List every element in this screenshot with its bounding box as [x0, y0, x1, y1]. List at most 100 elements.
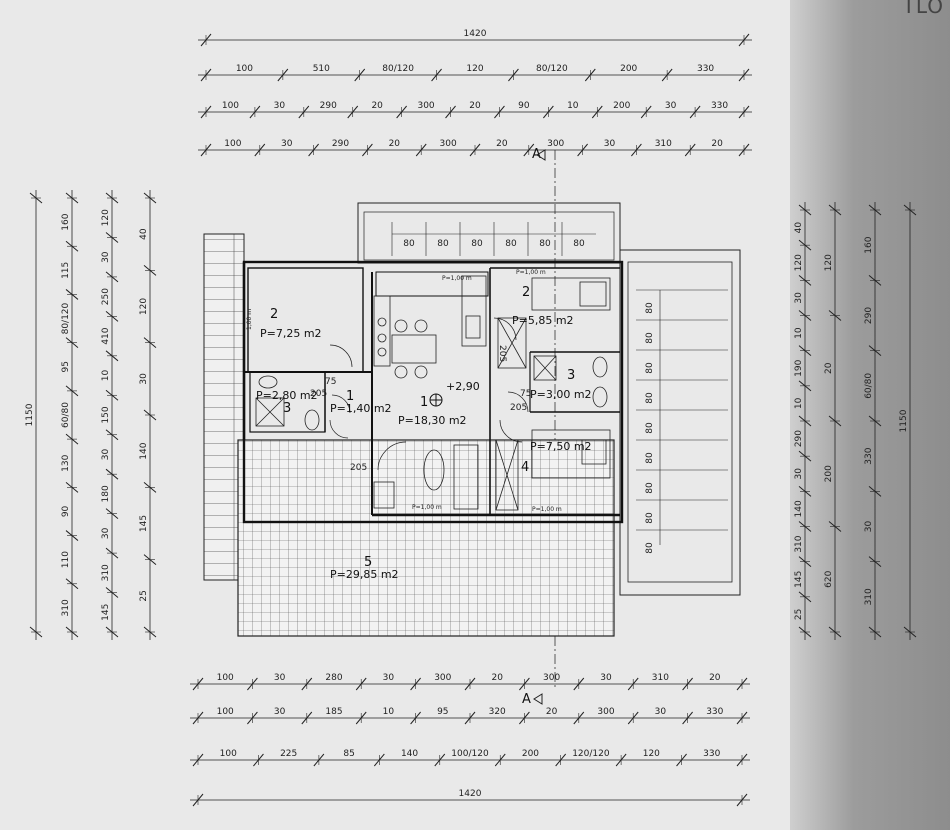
dimension-label: 160	[61, 213, 71, 230]
terrace	[237, 439, 615, 637]
dimension-label: 320	[489, 707, 506, 717]
dimension-label: 225	[280, 749, 297, 759]
dimension-label: 330	[697, 64, 714, 74]
svg-text:P=7,50 m2: P=7,50 m2	[530, 440, 592, 453]
roof-panel-label: 80	[645, 392, 655, 404]
dimension-label: 310	[655, 139, 672, 149]
dimension-label: 300	[440, 139, 457, 149]
svg-text:1: 1	[420, 395, 428, 410]
dimension-label: 20	[371, 101, 383, 111]
dimension-label: 10	[567, 101, 579, 111]
building-walls	[242, 260, 624, 524]
svg-text:P=1,00 m: P=1,00 m	[412, 504, 442, 511]
dimension-label: 300	[547, 139, 564, 149]
dimension-label: 140	[139, 442, 149, 459]
dimension-label: 160	[864, 236, 874, 253]
corner-title: TLO	[902, 0, 944, 18]
dimension-label: 310	[794, 535, 804, 552]
dimension-label: 100	[217, 707, 234, 717]
svg-text:4: 4	[521, 460, 529, 475]
dimension-label: 100	[222, 101, 239, 111]
dimension-label: 30	[794, 468, 804, 480]
balcony-module-label: 80	[403, 239, 415, 249]
dimension-label: 140	[401, 749, 418, 759]
door-swings	[329, 317, 529, 471]
kitchen-furniture	[373, 275, 519, 511]
dimension-label: 30	[655, 707, 667, 717]
balcony-module-label: 80	[437, 239, 449, 249]
svg-text:5: 5	[364, 555, 372, 570]
dimension-label: 100/120	[451, 749, 489, 759]
dimension-label: 280	[325, 673, 342, 683]
dimension-label: 100	[236, 64, 253, 74]
dimension-label: 10	[383, 707, 395, 717]
room-labels: 2 P=7,25 m2 1 P=1,40 m2 3 P=2,80 m2 1 P=…	[256, 285, 592, 581]
dimension-label: 185	[325, 707, 342, 717]
dimension-label: 290	[864, 307, 874, 324]
dimension-label: 30	[139, 373, 149, 385]
roof-panel-label: 80	[645, 452, 655, 464]
dimension-chains-right: 4012030101901029030140310145251202020062…	[794, 202, 917, 640]
section-arrow-top-icon	[536, 149, 546, 161]
dimension-label: 310	[101, 564, 111, 581]
dimension-label: 25	[794, 609, 804, 620]
roof-panel-label: 80	[645, 542, 655, 554]
dimension-label: 300	[597, 707, 614, 717]
dimension-label: 20	[546, 707, 558, 717]
dimension-label: 330	[711, 101, 728, 111]
svg-text:205: 205	[310, 389, 327, 399]
dimension-label: 100	[224, 139, 241, 149]
dimension-label: 30	[864, 521, 874, 533]
dimension-label: 30	[274, 707, 286, 717]
dimension-label: 10	[101, 370, 111, 382]
roof-panel-label: 80	[645, 362, 655, 374]
roof-panel-label: 80	[645, 512, 655, 524]
svg-text:1,00 m: 1,00 m	[246, 309, 253, 330]
dimension-label: 20	[711, 139, 723, 149]
dimension-label: 20	[824, 362, 834, 374]
svg-text:75: 75	[325, 377, 336, 387]
dimension-label: 130	[61, 454, 71, 471]
dimension-label: 120	[643, 749, 660, 759]
svg-text:205: 205	[510, 403, 527, 413]
dimension-label: 310	[864, 588, 874, 605]
svg-text:P=3,00 m2: P=3,00 m2	[530, 388, 592, 401]
dimension-label: 140	[794, 500, 804, 517]
dimension-label: 30	[383, 673, 395, 683]
balcony-module-label: 80	[505, 239, 517, 249]
roof-panel-label: 80	[645, 302, 655, 314]
dimension-label: 310	[61, 599, 71, 616]
dimension-label: 180	[101, 485, 111, 502]
dimension-label: 80/120	[382, 64, 414, 74]
svg-text:P=7,25 m2: P=7,25 m2	[260, 327, 322, 340]
dimension-chains-left: 115016011580/1209560/8013090110310120302…	[25, 190, 157, 640]
dimension-label: 25	[139, 590, 149, 601]
roof-outline-right	[619, 249, 741, 596]
dimension-label: 330	[706, 707, 723, 717]
dimension-label: 300	[434, 673, 451, 683]
bedroom-furniture	[497, 277, 611, 479]
dimension-label: 95	[437, 707, 448, 717]
balcony-module-label: 80	[471, 239, 483, 249]
dimension-label: 310	[652, 673, 669, 683]
dimension-label: 290	[794, 430, 804, 447]
roof-panel-label: 80	[645, 332, 655, 344]
dimension-label: 145	[794, 571, 804, 588]
dimension-label: 100	[217, 673, 234, 683]
dimension-label: 250	[101, 288, 111, 305]
dimension-label: 10	[794, 327, 804, 339]
dimension-label: 200	[824, 465, 834, 482]
dimension-label: 40	[139, 228, 149, 240]
dimension-label: 290	[320, 101, 337, 111]
svg-text:P=29,85 m2: P=29,85 m2	[330, 568, 399, 581]
dimension-label: 200	[522, 749, 539, 759]
balcony-module-label: 80	[539, 239, 551, 249]
roof-panel-label: 80	[645, 482, 655, 494]
dimension-label: 200	[613, 101, 630, 111]
dimension-label: 1420	[459, 789, 482, 799]
dimension-label: 330	[703, 749, 720, 759]
dimension-label: 100	[220, 749, 237, 759]
